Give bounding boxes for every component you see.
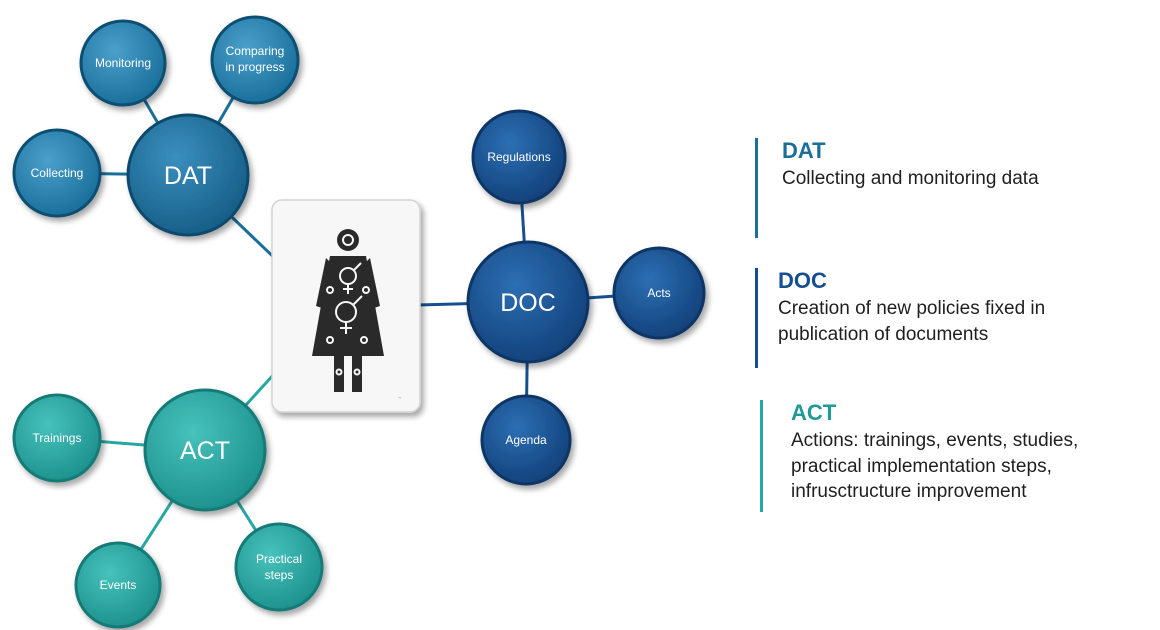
legend-act-desc: Actions: trainings, events, studies, pra… [791,430,1079,503]
hub-act: ACT [143,388,267,512]
satellite-monitoring-label: Monitoring [95,56,151,70]
satellite-comparing-label-line1: Comparing [226,44,285,58]
satellite-agenda: Agenda [480,394,572,486]
satellite-comparing-label-line2: in progress [225,60,284,74]
satellite-trainings-label: Trainings [33,431,82,445]
hub-act-label: ACT [180,437,230,465]
satellite-regulations-label: Regulations [487,150,550,164]
satellite-practical: Practical steps [234,522,324,612]
legend-act: ACT Actions: trainings, events, studies,… [760,400,1078,512]
satellite-collecting-label: Collecting [31,166,84,180]
satellite-trainings: Trainings [12,393,102,483]
satellite-regulations: Regulations [471,109,567,205]
satellite-events: Events [74,541,162,629]
legend-doc: DOC Creation of new policies fixed in pu… [755,268,1045,368]
hub-dat-label: DAT [164,162,212,190]
legend-dat: DAT Collecting and monitoring data [755,138,1039,238]
legend-doc-desc: Creation of new policies fixed in public… [778,298,1046,345]
gender-symbols-figure-icon [312,229,384,392]
gender-symbols-overlay [326,234,370,376]
legend-doc-title: DOC [778,268,827,293]
satellite-acts: Acts [612,246,706,340]
satellite-practical-label-line2: steps [265,568,294,582]
satellite-monitoring: Monitoring [79,19,167,107]
satellite-comparing: Comparing in progress [210,15,300,105]
legend-act-title: ACT [791,400,837,425]
satellite-events-label: Events [100,578,137,592]
satellite-agenda-label: Agenda [505,433,547,447]
legend-dat-title: DAT [782,138,826,163]
legend-dat-desc: Collecting and monitoring data [782,168,1039,189]
hub-doc-label: DOC [500,289,556,317]
hub-dat: DAT [126,113,250,237]
satellite-practical-label-line1: Practical [256,552,302,566]
satellite-acts-label: Acts [647,286,670,300]
center-card: ~ [271,199,421,413]
figure-signature-mark: ~ [398,396,402,402]
hub-doc: DOC [466,240,590,364]
satellite-collecting: Collecting [12,128,102,218]
